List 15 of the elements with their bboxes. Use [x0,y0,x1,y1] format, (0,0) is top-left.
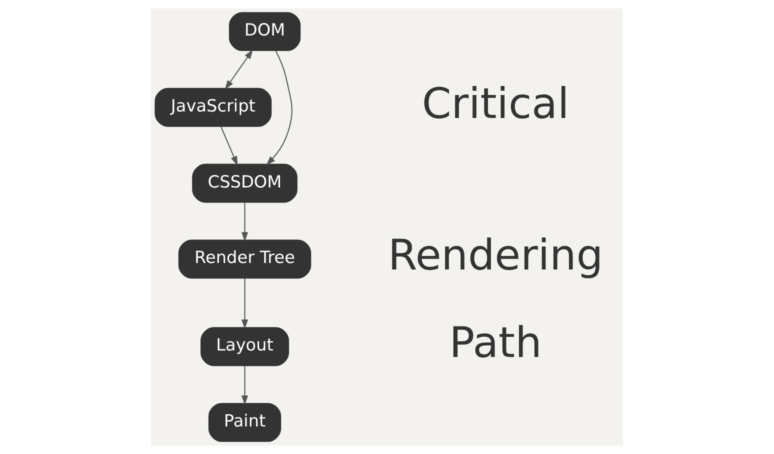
node-box: Layout [200,327,290,366]
arrow [241,202,248,242]
arrow [224,50,253,90]
arrow [266,50,292,166]
node-box: CSSDOM [192,164,298,203]
label: Path [449,318,542,368]
node-box: DOM [228,12,301,52]
node-box: Render Tree [178,240,312,279]
node-box: Paint [208,402,282,442]
arrow [241,278,248,330]
arrow [241,366,248,405]
node-box: JavaScript [154,88,272,127]
arrow [220,126,238,166]
label: Rendering [388,230,604,280]
label: Critical [422,78,570,128]
